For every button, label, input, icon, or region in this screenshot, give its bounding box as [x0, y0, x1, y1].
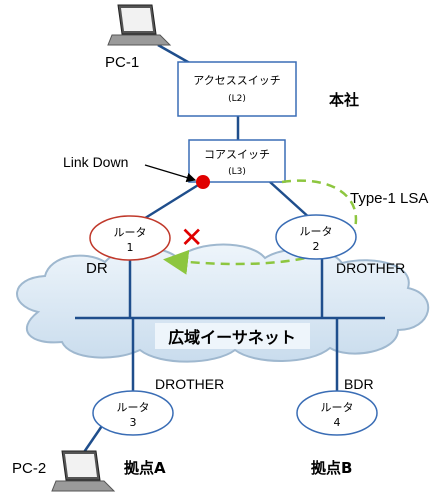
router-3-label: ルータ: [117, 401, 150, 414]
site-b-label: 拠点B: [311, 459, 352, 477]
site-a-label: 拠点A: [124, 459, 166, 477]
access-switch: アクセススイッチ (L2): [177, 61, 297, 117]
link-down-label: Link Down: [63, 154, 128, 170]
router-1: ルータ 1: [89, 215, 171, 261]
link-down-dot: [196, 175, 210, 189]
router-3-number: 3: [130, 416, 137, 429]
router-3-role: DROTHER: [155, 376, 224, 392]
router-4-label: ルータ: [321, 401, 354, 414]
core-switch-name: コアスイッチ: [204, 148, 270, 161]
wan-label-box: 広域イーサネット: [155, 323, 310, 349]
router-1-number: 1: [127, 241, 134, 254]
pc1-laptop-icon: [107, 4, 172, 46]
pc1-label: PC-1: [105, 54, 139, 71]
router-4-number: 4: [334, 416, 341, 429]
wan-label: 広域イーサネット: [168, 328, 296, 347]
router-2: ルータ 2: [275, 214, 357, 260]
link-down-arrow: [144, 164, 197, 183]
router-3: ルータ 3: [92, 390, 174, 436]
access-switch-layer: (L2): [228, 94, 246, 104]
pc2-laptop-icon: [51, 450, 116, 492]
core-switch-layer: (L3): [228, 167, 246, 177]
pc2-label: PC-2: [12, 460, 46, 477]
router-2-role: DROTHER: [336, 260, 405, 276]
router-1-role: DR: [86, 260, 108, 277]
router-4-role: BDR: [344, 376, 374, 392]
router-4: ルータ 4: [296, 390, 378, 436]
router-2-number: 2: [313, 240, 320, 253]
lsa-label: Type-1 LSA: [350, 190, 428, 207]
failure-x-mark: ✕: [180, 221, 203, 254]
router-1-label: ルータ: [114, 226, 147, 239]
core-switch: コアスイッチ (L3): [188, 139, 286, 183]
hq-label: 本社: [329, 91, 359, 109]
router-2-label: ルータ: [300, 225, 333, 238]
access-switch-name: アクセススイッチ: [193, 74, 280, 87]
wan-cloud: [16, 243, 430, 363]
